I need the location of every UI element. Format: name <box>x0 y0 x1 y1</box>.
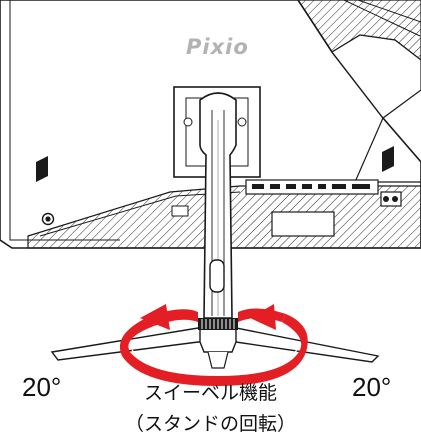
swivel-arrow <box>119 304 308 386</box>
swivel-caption: スイーベル機能 <box>143 382 277 404</box>
stand-base <box>50 318 380 369</box>
swivel-subcaption: （スタンドの回転） <box>124 413 296 435</box>
pixio-logo: Pixio <box>186 35 249 59</box>
stand-neck <box>199 92 237 319</box>
right-angle-label: 20° <box>352 372 392 402</box>
left-angle-label: 20° <box>22 372 62 402</box>
